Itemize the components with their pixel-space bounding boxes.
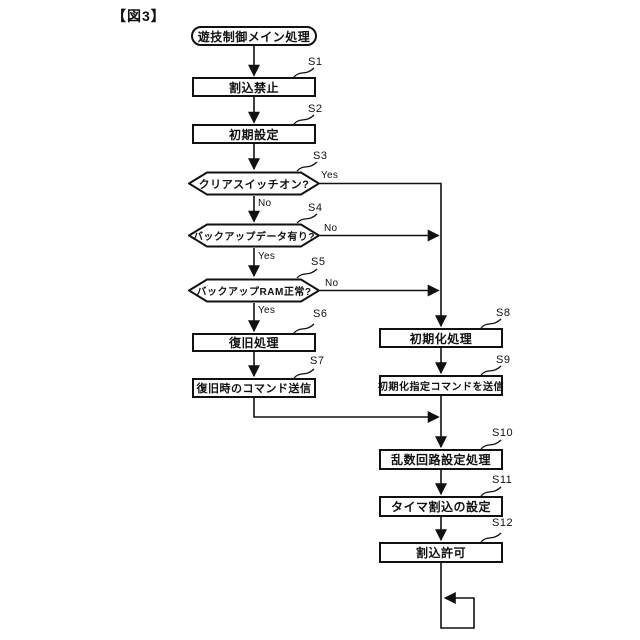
- node-s2: 初期設定: [192, 124, 316, 144]
- node-s9: 初期化指定コマンドを送信: [378, 375, 504, 396]
- step-label-s1: S1: [308, 56, 323, 68]
- step-label-s9: S9: [496, 354, 511, 366]
- node-s3-text: クリアスイッチオン?: [198, 178, 310, 191]
- branch-s5-no: No: [325, 278, 339, 289]
- step-label-s2: S2: [308, 103, 323, 115]
- node-s8: 初期化処理: [379, 328, 503, 348]
- node-s9-text: 初期化指定コマンドを送信: [378, 382, 504, 393]
- branch-s3-no: No: [258, 198, 272, 209]
- node-s6: 復旧処理: [192, 333, 316, 352]
- node-s12-text: 割込許可: [415, 546, 466, 560]
- branch-s4-no: No: [324, 223, 338, 234]
- node-s5-text: バックアップRAM正常?: [196, 287, 312, 298]
- node-s6-text: 復旧処理: [228, 336, 279, 350]
- node-s7-text: 復旧時のコマンド送信: [196, 383, 312, 395]
- node-s11-text: タイマ割込の設定: [390, 500, 491, 514]
- step-label-s5: S5: [311, 256, 326, 268]
- step-label-s4: S4: [308, 202, 323, 214]
- step-label-s8: S8: [496, 307, 511, 319]
- node-s4: バックアップデータ有り?: [188, 223, 320, 248]
- node-s2-text: 初期設定: [228, 127, 279, 142]
- node-s1-text: 割込禁止: [228, 80, 279, 95]
- node-s10-text: 乱数回路設定処理: [390, 453, 491, 467]
- node-start-text: 遊技制御メイン処理: [197, 29, 311, 44]
- step-label-s11: S11: [492, 474, 513, 486]
- figure-label: 【図3】: [112, 8, 166, 24]
- branch-s5-yes: Yes: [258, 305, 276, 316]
- node-s3: クリアスイッチオン?: [188, 171, 320, 196]
- node-start: 遊技制御メイン処理: [191, 26, 317, 46]
- node-s11: タイマ割込の設定: [379, 496, 503, 517]
- step-label-s6: S6: [313, 308, 328, 320]
- step-label-s7: S7: [310, 355, 325, 367]
- branch-s3-yes: Yes: [321, 170, 339, 181]
- step-label-s3: S3: [313, 150, 328, 162]
- node-s4-text: バックアップデータ有り?: [192, 232, 316, 243]
- node-s12: 割込許可: [379, 542, 503, 563]
- node-s5: バックアップRAM正常?: [188, 278, 320, 303]
- node-s8-text: 初期化処理: [409, 331, 473, 346]
- branch-s4-yes: Yes: [258, 251, 276, 262]
- node-s10: 乱数回路設定処理: [379, 449, 503, 470]
- node-s1: 割込禁止: [192, 77, 316, 97]
- step-label-s10: S10: [492, 427, 514, 439]
- node-s7: 復旧時のコマンド送信: [192, 378, 316, 398]
- step-label-s12: S12: [492, 517, 514, 529]
